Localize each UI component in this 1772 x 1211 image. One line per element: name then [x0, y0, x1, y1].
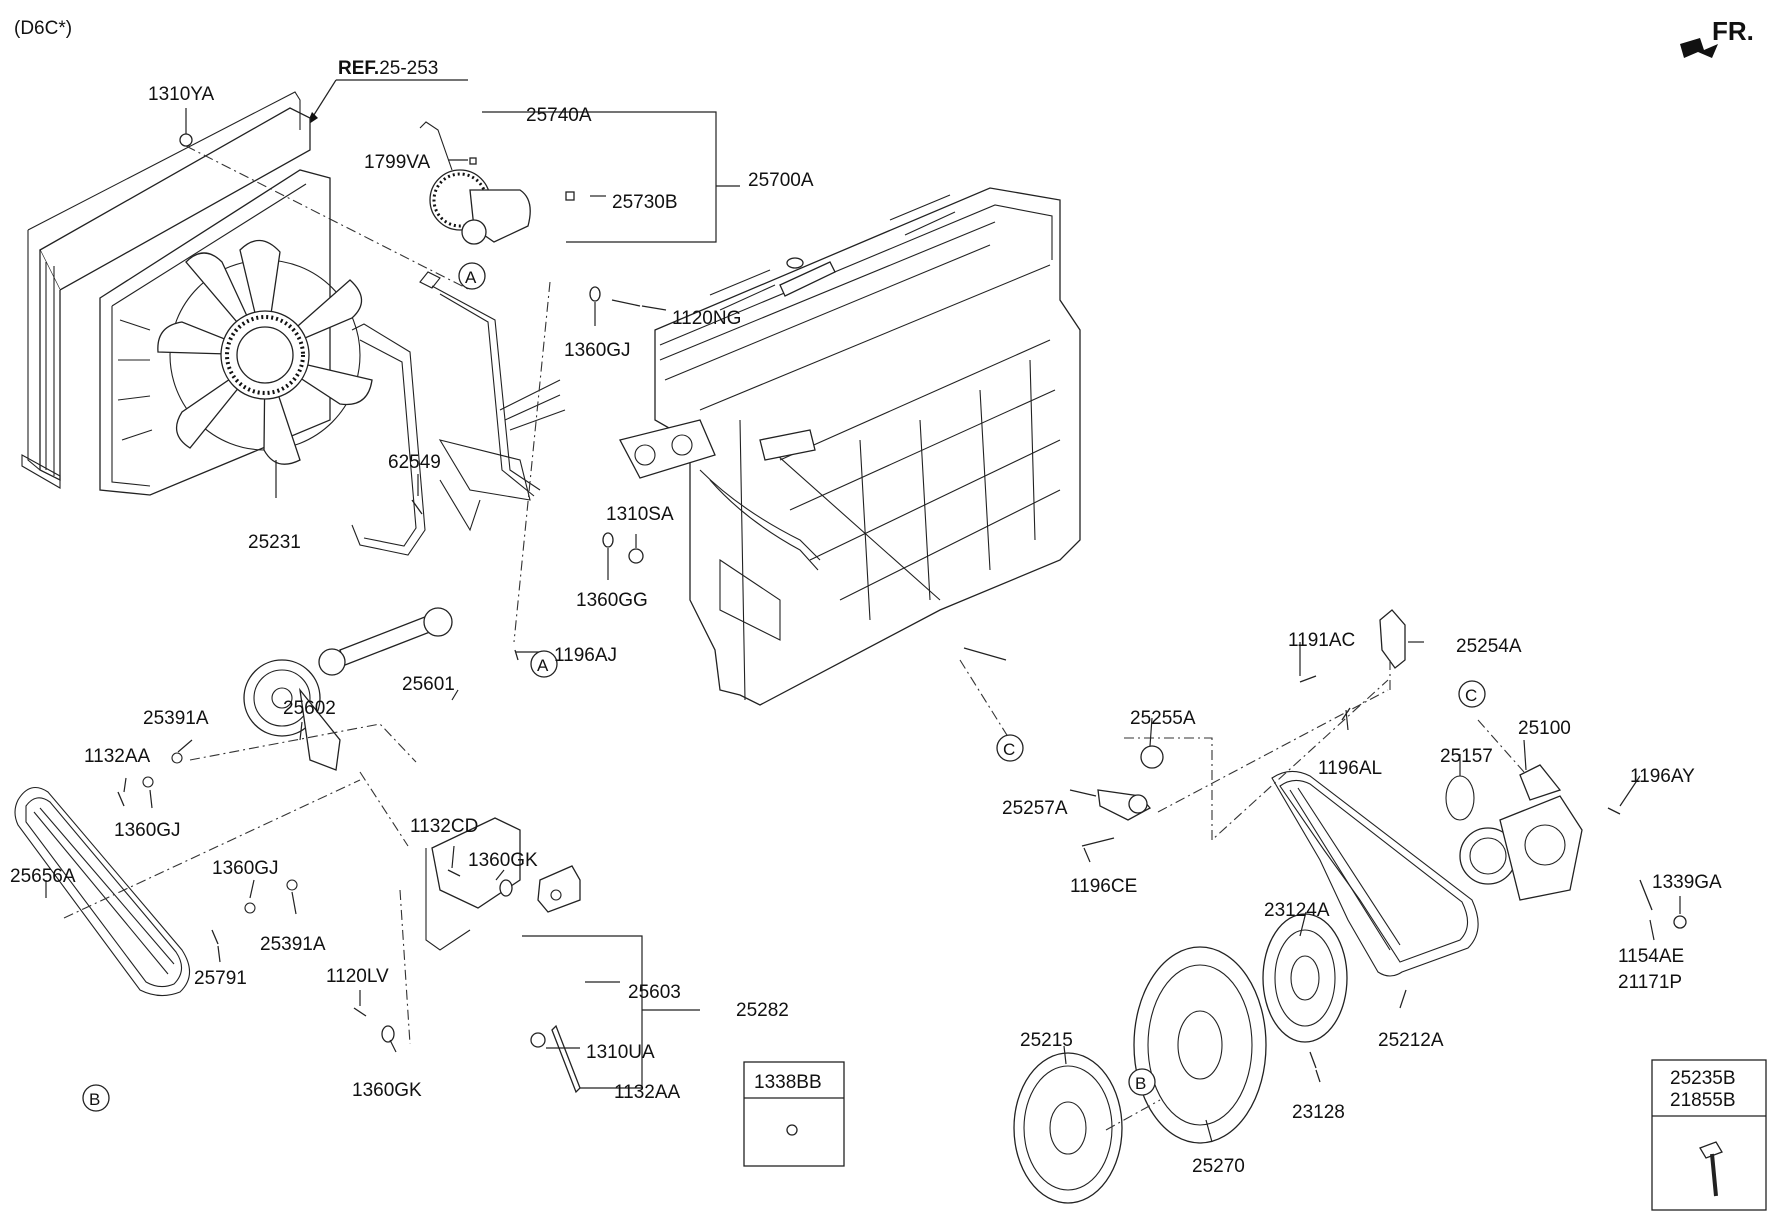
part-62549: 62549 [388, 452, 441, 473]
part-25730B: 25730B [612, 192, 678, 213]
callout-b-left: B [82, 1084, 110, 1112]
idler-bracket-drawing [425, 817, 581, 1094]
reference-label: REF.25-253 [306, 58, 468, 126]
bolt-icon [1699, 1141, 1723, 1197]
part-23128: 23128 [1292, 1102, 1345, 1123]
fan-drive-assembly-drawing [419, 121, 531, 245]
box-25235B: 25235B 21855B [1651, 1059, 1767, 1211]
part-25270: 25270 [1192, 1156, 1245, 1177]
part-1120NG: 1120NG [672, 308, 741, 329]
svg-text:C: C [1465, 686, 1477, 705]
damper-drawing [1133, 946, 1267, 1144]
part-1310SA: 1310SA [606, 504, 674, 525]
box-1338BB-label: 1338BB [754, 1072, 822, 1093]
svg-text:B: B [89, 1090, 100, 1109]
part-1360GK-bottom: 1360GK [352, 1080, 422, 1101]
part-25231: 25231 [248, 532, 301, 553]
part-25157: 25157 [1440, 746, 1493, 767]
part-1360GJ-top: 1360GJ [564, 340, 631, 361]
part-1196CE: 1196CE [1070, 876, 1137, 897]
part-1196AY: 1196AY [1630, 766, 1695, 787]
nut-icon [786, 1124, 798, 1136]
part-25255A: 25255A [1130, 708, 1196, 729]
front-direction-indicator: FR. [1680, 16, 1754, 58]
pipe-and-bracket-drawing [351, 271, 566, 556]
part-25257A: 25257A [1002, 798, 1068, 819]
part-1196AJ: 1196AJ [554, 645, 617, 666]
front-label: FR. [1712, 16, 1754, 46]
box-21855B-label: 21855B [1670, 1090, 1736, 1111]
part-25601: 25601 [402, 674, 455, 695]
part-25391A-top: 25391A [143, 708, 209, 729]
front-arrow-icon [1680, 38, 1718, 58]
part-25603: 25603 [628, 982, 681, 1003]
part-1339GA: 1339GA [1652, 872, 1722, 893]
part-25700A: 25700A [748, 170, 814, 191]
part-25282: 25282 [736, 1000, 789, 1021]
box-1338BB: 1338BB [743, 1061, 845, 1167]
part-1360GJ-left: 1360GJ [114, 820, 181, 841]
reference-lines [63, 145, 1525, 1131]
part-1191AC: 1191AC [1288, 630, 1355, 651]
reference-number: 25-253 [379, 58, 438, 79]
part-1799VA: 1799VA [364, 152, 431, 173]
fan-belt-drawing [1271, 770, 1479, 977]
part-1120LV: 1120LV [326, 966, 389, 987]
reference-prefix: REF. [338, 58, 379, 79]
leader-lines [45, 108, 1681, 1143]
svg-text:C: C [1003, 740, 1015, 759]
part-1132AA-bottom: 1132AA [614, 1082, 681, 1103]
part-25656A: 25656A [10, 866, 76, 887]
part-25391A-mid: 25391A [260, 934, 326, 955]
part-25740A: 25740A [526, 105, 592, 126]
part-1154AE: 1154AE [1618, 946, 1684, 967]
part-25254A: 25254A [1456, 636, 1522, 657]
callout-a-bottom: A [530, 650, 558, 678]
fasteners [117, 133, 1687, 1069]
part-1310YA: 1310YA [148, 84, 215, 105]
part-1360GJ-mid: 1360GJ [212, 858, 279, 879]
front-pulley-drawing [1013, 1052, 1123, 1204]
part-1360GK-top: 1360GK [468, 850, 538, 871]
part-25791: 25791 [194, 968, 247, 989]
cooling-fan-drawing [157, 239, 373, 465]
part-1310UA: 1310UA [586, 1042, 655, 1063]
svg-text:A: A [465, 268, 477, 287]
water-pump-drawing [1445, 764, 1583, 901]
part-1360GG: 1360GG [576, 590, 648, 611]
callout-b-right: B [1128, 1068, 1156, 1096]
drive-belt-drawing [14, 786, 191, 997]
callout-c-pump: C [1458, 680, 1486, 708]
svg-text:REF.25-253: REF.25-253 [338, 58, 438, 79]
part-21171P: 21171P [1618, 972, 1682, 993]
callout-c-engine: C [996, 734, 1024, 762]
crank-pulley-drawing [1262, 913, 1348, 1043]
part-25100: 25100 [1518, 718, 1571, 739]
part-25212A: 25212A [1378, 1030, 1444, 1051]
model-code: (D6C*) [14, 18, 72, 39]
part-1196AL: 1196AL [1318, 758, 1382, 779]
part-23124A: 23124A [1264, 900, 1330, 921]
shaft-and-pulley-drawing [243, 607, 453, 771]
tensioner-drawing [1097, 609, 1406, 821]
part-1132AA-left: 1132AA [84, 746, 151, 767]
engine-block-drawing [619, 187, 1081, 706]
part-25215: 25215 [1020, 1030, 1073, 1051]
svg-text:A: A [537, 656, 549, 675]
part-1132CD: 1132CD [410, 816, 478, 837]
svg-text:B: B [1135, 1074, 1146, 1093]
part-25602: 25602 [283, 698, 336, 719]
box-25235B-label: 25235B [1670, 1068, 1736, 1089]
callout-a-top: A [458, 262, 486, 290]
